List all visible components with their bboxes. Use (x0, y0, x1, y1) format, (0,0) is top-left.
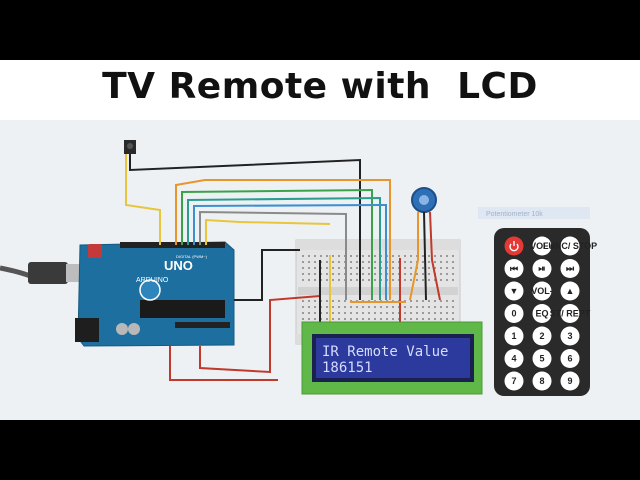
remote-button-label: ⏭ (566, 264, 575, 274)
usb-cable (0, 262, 82, 284)
ir-receiver (124, 140, 136, 154)
remote-button-label: 3 (567, 331, 572, 341)
remote-button-label: ▲ (566, 286, 575, 296)
board-label: UNO (164, 258, 193, 273)
remote-button-label: 6 (567, 354, 572, 364)
remote-button: 8 (532, 371, 552, 391)
potentiometer (411, 187, 437, 213)
remote-button-label: 1 (511, 331, 516, 341)
power-icon (509, 241, 519, 252)
remote-button-label: FUNC/ STOP (543, 241, 597, 251)
lcd-module: IR Remote Value 186151 (301, 321, 483, 395)
remote-button: 9 (560, 371, 580, 391)
remote-button: ⏭ (560, 259, 580, 278)
remote-button-label: 8 (539, 376, 544, 386)
remote-button: VOL+ (530, 236, 554, 256)
remote-button-label: 4 (511, 354, 516, 364)
lcd-line-2: 186151 (322, 360, 373, 376)
title-band (0, 60, 640, 120)
remote-button: ⏯ (532, 259, 552, 278)
brand-label: ARDUINO (136, 277, 169, 284)
remote-button-label: VOL- (531, 286, 553, 296)
remote-button: ▲ (560, 281, 580, 301)
potentiometer-label-box (478, 207, 590, 219)
remote-button: 7 (504, 371, 524, 391)
remote-button: 4 (504, 349, 524, 368)
remote-button (504, 236, 524, 256)
remote-button: 3 (560, 326, 580, 346)
remote-button: EQ (532, 304, 552, 323)
reset-button (88, 244, 102, 258)
page-title: TV Remote with LCD (102, 66, 538, 107)
remote-button: FUNC/ STOP (543, 236, 597, 256)
arduino-board: UNO ARDUINO DIGITAL (PWM~) (75, 241, 235, 347)
remote-button: ⏮ (504, 259, 524, 278)
remote-button-label: 2 (539, 331, 544, 341)
remote-button-label: 0 (511, 309, 516, 319)
remote-button: VOL- (531, 281, 553, 301)
remote-button: 5 (532, 349, 552, 368)
remote-button: ST/ REPT (550, 304, 591, 323)
remote-button-label: VOL+ (530, 241, 554, 251)
remote-button: 0 (504, 304, 524, 323)
remote-button-label: ▼ (510, 286, 519, 296)
remote-button-label: ⏯ (538, 264, 545, 274)
remote-button-label: 7 (511, 376, 516, 386)
wires (125, 154, 441, 381)
letterbox-bottom (0, 420, 640, 480)
remote-button: 1 (504, 326, 524, 346)
remote-button-label: ST/ REPT (550, 309, 591, 319)
arduino-logo-icon (139, 279, 161, 301)
remote-button-label: ⏮ (510, 264, 518, 274)
remote-button-label: 5 (539, 354, 544, 364)
microcontroller-chip (140, 300, 225, 318)
remote-button: ▼ (504, 281, 524, 301)
potentiometer-label: Potentiometer 10k (486, 211, 543, 218)
remote-button-label: EQ (535, 309, 548, 319)
remote-button: 6 (560, 349, 580, 368)
letterbox-top (0, 0, 640, 60)
lcd-line-1: IR Remote Value (322, 344, 448, 360)
digital-label: DIGITAL (PWM~) (176, 254, 208, 259)
remote-button-label: 9 (567, 376, 572, 386)
remote-button: 2 (532, 326, 552, 346)
